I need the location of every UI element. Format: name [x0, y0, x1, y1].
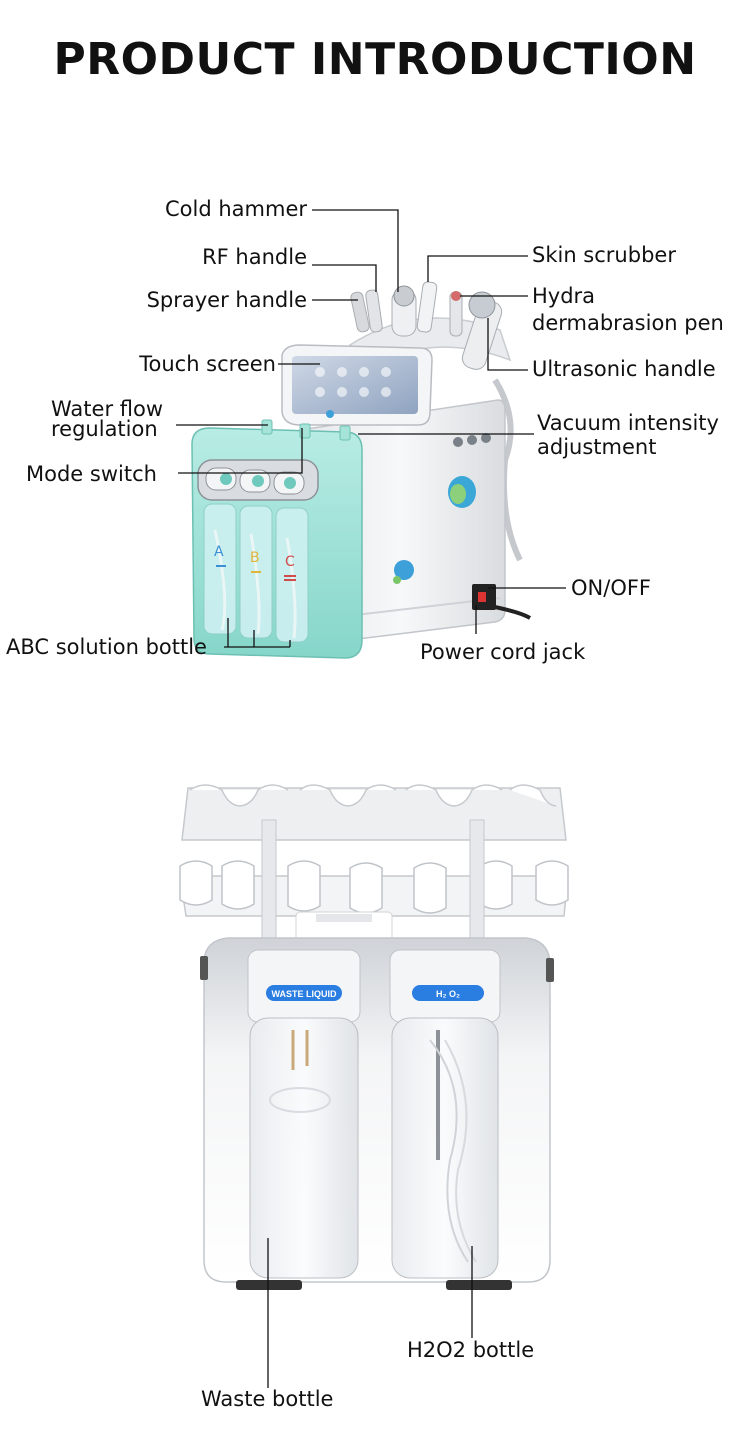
label-skin-scrubber: Skin scrubber [532, 243, 676, 267]
label-ultrasonic-handle: Ultrasonic handle [532, 357, 716, 381]
label-power-cord-jack: Power cord jack [420, 640, 586, 664]
machine-front-illustration: A B C [176, 209, 566, 659]
h2o2-bottle [389, 949, 501, 1279]
label-mode-switch: Mode switch [26, 462, 157, 486]
leader-lines [176, 209, 566, 648]
label-touch-screen: Touch screen [139, 352, 276, 376]
h2o2-tag: H₂ O₂ [436, 989, 460, 999]
label-hydra-line2: dermabrasion pen [532, 311, 724, 335]
label-waste-bottle: Waste bottle [201, 1387, 334, 1411]
page-title: PRODUCT INTRODUCTION [53, 34, 697, 85]
handles [350, 281, 503, 370]
skin-scrubber-handle [416, 281, 438, 333]
mode-switch-bar [197, 459, 319, 501]
label-abc-solution-bottle: ABC solution bottle [6, 635, 207, 659]
bottle-b-letter: B [250, 550, 260, 566]
label-h2o2-bottle: H2O2 bottle [407, 1338, 535, 1362]
touch-screen [281, 344, 433, 426]
waste-liquid-tag: WASTE LIQUID [272, 989, 338, 999]
label-water-flow-line1: Water flow [51, 397, 164, 421]
label-rf-handle: RF handle [202, 245, 307, 269]
label-vacuum-line2: adjustment [537, 435, 657, 459]
sprayer-handle [350, 291, 370, 333]
cable [492, 378, 514, 462]
waste-bottle [247, 949, 361, 1279]
power-cord [489, 604, 532, 620]
bottle-a-letter: A [214, 544, 224, 560]
label-sprayer-handle: Sprayer handle [146, 288, 307, 312]
rf-handle [365, 289, 383, 333]
label-on-off: ON/OFF [571, 576, 652, 600]
label-water-flow-line2: regulation [51, 417, 158, 441]
label-vacuum-line1: Vacuum intensity [537, 411, 719, 435]
label-cold-hammer: Cold hammer [165, 197, 307, 221]
handle-rack [179, 784, 569, 951]
label-hydra-line1: Hydra [532, 284, 596, 308]
logo-o2 [394, 560, 414, 580]
bottle-c-letter: C [285, 554, 295, 570]
